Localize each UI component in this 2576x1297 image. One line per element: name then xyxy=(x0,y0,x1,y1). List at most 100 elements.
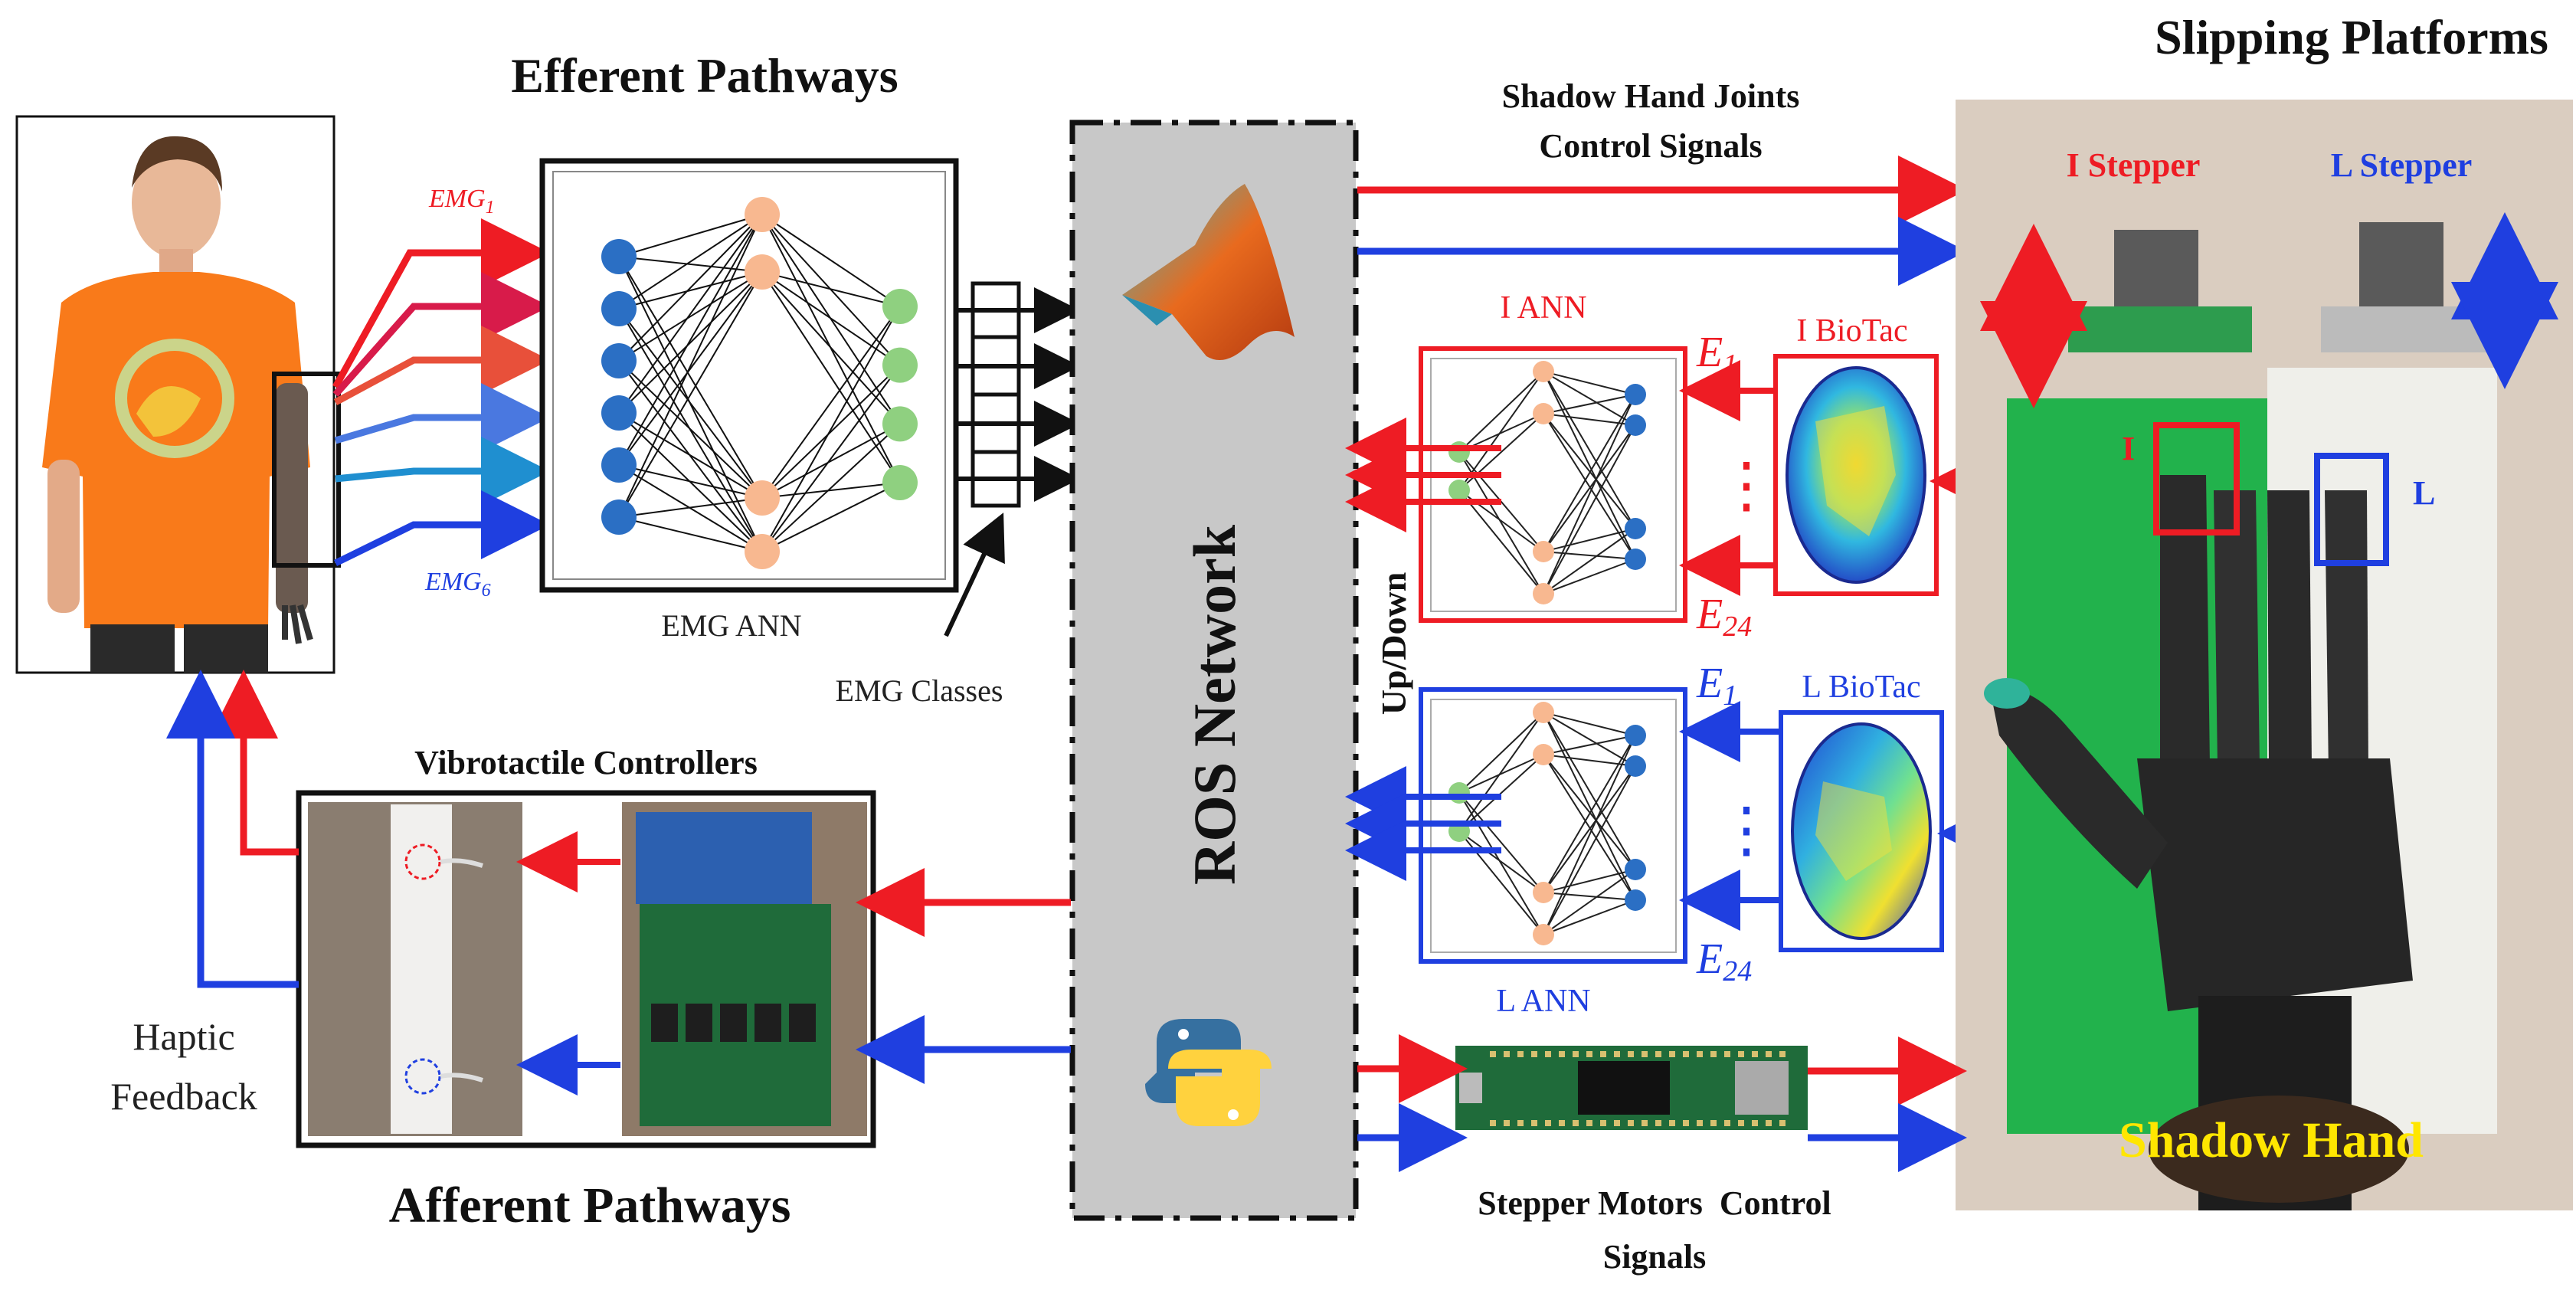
python-icon xyxy=(1145,1019,1272,1126)
ann-edge xyxy=(1458,371,1544,453)
board-pin xyxy=(1669,1051,1675,1057)
shadow-hand-label: Shadow Hand xyxy=(2119,1112,2424,1168)
ann-edge xyxy=(1543,413,1636,426)
ann-edge xyxy=(618,271,763,414)
board-pin xyxy=(1697,1051,1703,1057)
ann-node xyxy=(1533,924,1554,945)
i-stepper-label: I Stepper xyxy=(2067,146,2201,184)
board-pin xyxy=(1779,1120,1786,1126)
ann-edge xyxy=(761,271,901,483)
ann-node xyxy=(1533,583,1554,604)
ann-edge xyxy=(618,464,763,499)
ann-node xyxy=(745,197,780,232)
l-stepper-label: L Stepper xyxy=(2331,146,2473,184)
ann-edge xyxy=(1543,735,1636,935)
ann-edge xyxy=(761,364,901,499)
board-pin xyxy=(1614,1051,1620,1057)
ann-edge xyxy=(761,482,901,552)
l-biotac-label: L BioTac xyxy=(1802,670,1920,705)
slipping-platform-photo xyxy=(1956,100,2573,1210)
ann-edge xyxy=(761,306,901,552)
vibrotactile-photo xyxy=(296,790,876,1148)
ann-node xyxy=(1625,414,1646,436)
l-biotac xyxy=(1779,710,1944,952)
ann-edge xyxy=(618,214,763,466)
ann-edge xyxy=(1543,869,1636,893)
ann-edge xyxy=(761,214,901,307)
ann-edge xyxy=(618,214,763,518)
ann-edge xyxy=(618,271,763,310)
ann-edge xyxy=(618,214,763,310)
board-pin xyxy=(1669,1120,1675,1126)
stepper-signals-label-2: Signals xyxy=(1603,1238,1707,1276)
ann-edge xyxy=(1543,892,1636,901)
ann-edge xyxy=(761,423,901,552)
ann-node xyxy=(1533,702,1554,723)
board-pin xyxy=(1752,1120,1758,1126)
ann-edge xyxy=(1458,830,1544,893)
ann-edge xyxy=(1543,371,1636,529)
l-ann-output-arrows xyxy=(1345,766,1501,881)
ann-edge xyxy=(1543,424,1636,594)
ann-edge xyxy=(1458,712,1544,794)
ann-edge xyxy=(1543,371,1636,395)
ann-edge xyxy=(1543,551,1636,560)
ann-node xyxy=(1625,755,1646,777)
ann-edge xyxy=(761,271,901,307)
board-pin xyxy=(1628,1120,1634,1126)
board-pin xyxy=(1614,1120,1620,1126)
ann-edge xyxy=(1543,754,1636,901)
ann-node xyxy=(1448,480,1470,501)
ann-edge xyxy=(1543,712,1636,767)
ann-node xyxy=(745,480,780,516)
emg-ann xyxy=(539,158,959,593)
ann-edge xyxy=(618,214,763,362)
board-pin xyxy=(1683,1051,1689,1057)
board-pin xyxy=(1545,1051,1551,1057)
board-pin xyxy=(1600,1051,1606,1057)
ros-network-title: ROS Network xyxy=(1181,524,1248,885)
i-biotac-label: I BioTac xyxy=(1796,313,1907,349)
ann-edge xyxy=(618,214,763,257)
updown-label: Up/Down xyxy=(1374,572,1413,716)
person-photo xyxy=(15,115,341,674)
ann-node xyxy=(1625,859,1646,880)
ann-edge xyxy=(1543,712,1636,870)
ann-edge xyxy=(618,271,763,518)
emg-classes-label: EMG Classes xyxy=(836,673,1003,708)
ann-node xyxy=(601,447,637,483)
ann-node xyxy=(601,291,637,326)
board-pin xyxy=(1504,1051,1510,1057)
emg-arrows xyxy=(332,218,550,567)
ann-edge xyxy=(1543,394,1636,594)
ann-edge xyxy=(1458,712,1544,832)
i-dots: ⋮ xyxy=(1716,452,1777,519)
ann-edge xyxy=(1458,754,1544,832)
board-pin xyxy=(1504,1120,1510,1126)
board-pin xyxy=(1642,1051,1648,1057)
relay xyxy=(789,1004,816,1042)
board-pin xyxy=(1628,1051,1634,1057)
ann-edge xyxy=(1458,792,1544,935)
slipping-title: Slipping Platforms xyxy=(2155,10,2548,64)
ann-edge xyxy=(618,214,763,414)
board-pin xyxy=(1573,1120,1579,1126)
ann-edge xyxy=(1543,413,1636,529)
ann-edge xyxy=(618,271,763,466)
ann-edge xyxy=(1458,371,1544,491)
ann-edge xyxy=(1543,558,1636,594)
ann-edge xyxy=(761,423,901,499)
board-pin xyxy=(1766,1120,1772,1126)
ann-edge xyxy=(1543,899,1636,935)
board-pin xyxy=(1752,1051,1758,1057)
ann-edge xyxy=(761,482,901,499)
ann-edge xyxy=(1543,735,1636,755)
i-finger-label: I xyxy=(2122,430,2135,467)
haptic-blue-arrow xyxy=(166,670,299,988)
board-pin xyxy=(1738,1120,1744,1126)
efferent-title: Efferent Pathways xyxy=(511,48,898,103)
i-e24-label: E24 xyxy=(1696,591,1752,643)
i-ann xyxy=(1419,346,1687,623)
ann-edge xyxy=(1543,424,1636,552)
ann-node xyxy=(1533,882,1554,903)
